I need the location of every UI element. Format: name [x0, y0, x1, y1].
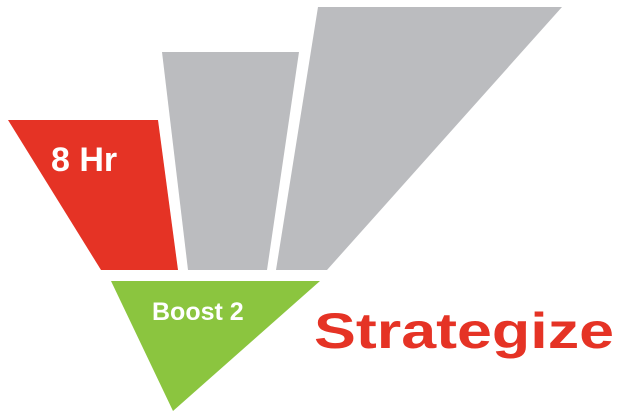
- green-triangle: [111, 281, 320, 411]
- headline-strategize: Strategize: [314, 303, 614, 359]
- red-band: [8, 120, 178, 270]
- gray-band-middle: [162, 52, 299, 270]
- red-band-label: 8 Hr: [51, 141, 117, 179]
- green-triangle-label: Boost 2: [152, 298, 244, 326]
- gray-wedge-large: [276, 7, 562, 270]
